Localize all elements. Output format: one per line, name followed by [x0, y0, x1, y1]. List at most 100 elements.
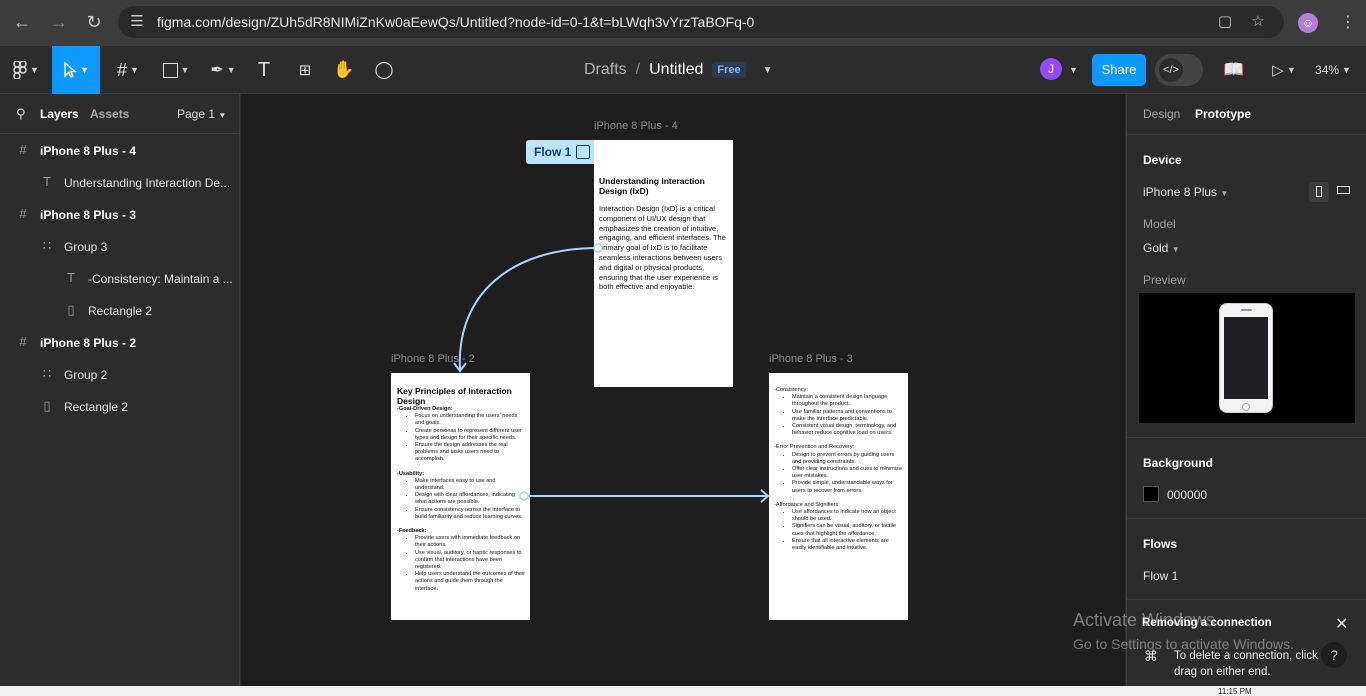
- portrait-icon[interactable]: [1309, 182, 1329, 202]
- url-text[interactable]: figma.com/design/ZUh5dR8NIMiZnKw0aEewQs/…: [157, 14, 755, 30]
- frame-iphone-8-plus-3[interactable]: -Consistency: Maintain a consistent desi…: [769, 373, 908, 620]
- frame-tool[interactable]: # ▼: [110, 46, 146, 94]
- search-icon[interactable]: ⚲: [16, 106, 26, 121]
- figma-toolbar: ▼ ▼ # ▼ ▼ ✒ ▼ T ⊞ ✋ ◯ Drafts / Untitled …: [0, 46, 1366, 94]
- main-menu-button[interactable]: ▼: [8, 46, 44, 94]
- properties-panel: Design Prototype Device iPhone 8 Plus ▼ …: [1126, 94, 1366, 696]
- resources-tool[interactable]: ⊞: [293, 46, 317, 94]
- share-button[interactable]: Share: [1092, 54, 1146, 86]
- layer-item[interactable]: ∷ Group 2: [0, 359, 240, 391]
- star-icon[interactable]: ☆: [1251, 13, 1265, 30]
- flow-start-tag[interactable]: Flow 1: [526, 140, 594, 164]
- divider: [1127, 518, 1366, 519]
- profile-icon[interactable]: ☺: [1298, 13, 1318, 33]
- chevron-down-icon[interactable]: ▼: [762, 64, 773, 76]
- frame-icon: #: [19, 142, 27, 157]
- play-icon: ▷: [1272, 62, 1284, 79]
- hand-icon: ✋: [333, 60, 355, 79]
- device-select[interactable]: iPhone 8 Plus ▼: [1143, 185, 1228, 199]
- tab-prototype[interactable]: Prototype: [1195, 107, 1252, 121]
- color-swatch[interactable]: [1143, 486, 1159, 502]
- bullet-item: Design to prevent errors by guiding user…: [792, 452, 904, 466]
- frame-label[interactable]: iPhone 8 Plus - 4: [594, 120, 678, 132]
- frame-iphone-8-plus-4[interactable]: Understanding Interaction Design (IxD) I…: [594, 140, 733, 387]
- frame-label[interactable]: iPhone 8 Plus - 3: [769, 353, 853, 365]
- layer-item[interactable]: # iPhone 8 Plus - 3: [0, 199, 240, 231]
- frame-iphone-8-plus-2[interactable]: Key Principles of Interaction Design -Go…: [391, 373, 530, 620]
- chevron-down-icon[interactable]: ▼: [1069, 65, 1078, 75]
- zoom-menu[interactable]: 34% ▼: [1310, 46, 1356, 94]
- back-icon[interactable]: ←: [13, 11, 31, 32]
- pen-icon: ✒: [210, 62, 224, 79]
- shape-tool[interactable]: ▼: [158, 46, 194, 94]
- layer-label: iPhone 8 Plus - 2: [40, 336, 137, 350]
- layer-item[interactable]: T Understanding Interaction De...: [0, 167, 240, 199]
- layer-label: iPhone 8 Plus - 4: [40, 144, 137, 158]
- text-icon: T: [257, 58, 271, 81]
- zoom-value: 34%: [1315, 63, 1340, 77]
- bullet-item: Ensure consistency across the interface …: [415, 507, 526, 521]
- dev-mode-toggle[interactable]: </>: [1155, 54, 1203, 86]
- no-camera-icon[interactable]: ▢: [1217, 13, 1233, 30]
- flows-heading: Flows: [1143, 537, 1178, 551]
- layer-item[interactable]: ▯ Rectangle 2: [0, 295, 240, 327]
- section-heading: -Affordance and Signifiers:: [774, 501, 840, 508]
- chevron-down-icon: ▼: [1286, 65, 1296, 75]
- breadcrumb-drafts[interactable]: Drafts: [584, 61, 627, 78]
- section: -Usability: Make interfaces easy to use …: [397, 471, 526, 521]
- tab-assets[interactable]: Assets: [90, 107, 130, 121]
- code-icon: </>: [1159, 58, 1183, 82]
- design-canvas[interactable]: iPhone 8 Plus - 4 Understanding Interact…: [241, 94, 1125, 686]
- layer-item[interactable]: # iPhone 8 Plus - 4: [0, 135, 240, 167]
- frame-title: Key Principles of Interaction Design: [397, 386, 512, 406]
- background-value[interactable]: 000000: [1167, 488, 1208, 502]
- breadcrumb-separator: /: [635, 61, 641, 78]
- layer-label: Group 3: [64, 240, 108, 254]
- tab-design[interactable]: Design: [1143, 107, 1181, 121]
- close-icon[interactable]: ✕: [1335, 616, 1349, 633]
- chevron-down-icon: ▼: [30, 65, 39, 75]
- layer-item[interactable]: ∷ Group 3: [0, 231, 240, 263]
- layer-label: Rectangle 2: [64, 400, 129, 414]
- avatar[interactable]: J: [1040, 58, 1062, 80]
- tab-layers[interactable]: Layers: [40, 107, 79, 121]
- reload-icon[interactable]: ↻: [86, 11, 102, 32]
- help-button[interactable]: ?: [1321, 642, 1347, 668]
- frame-body-text: -Consistency: Maintain a consistent desi…: [774, 387, 904, 552]
- landscape-icon[interactable]: [1337, 186, 1350, 194]
- bullet-item: Create personas to represent different u…: [415, 428, 526, 442]
- forward-icon[interactable]: →: [50, 11, 68, 32]
- layer-item[interactable]: # iPhone 8 Plus - 2: [0, 327, 240, 359]
- flow-item[interactable]: Flow 1: [1143, 569, 1179, 583]
- bullet-item: Provide users with immediate feedback on…: [415, 535, 526, 549]
- pen-tool[interactable]: ✒ ▼: [204, 46, 242, 94]
- text-tool[interactable]: T: [252, 46, 276, 94]
- layer-label: Understanding Interaction De...: [64, 176, 231, 190]
- plan-badge[interactable]: Free: [712, 62, 746, 78]
- comment-icon: ◯: [374, 60, 394, 79]
- bullet-item: Provide simple, understandable ways for …: [792, 480, 904, 494]
- rectangle-icon: [162, 62, 178, 78]
- browser-menu-icon[interactable]: ⋮: [1340, 14, 1356, 31]
- group-icon: ∷: [42, 238, 52, 253]
- move-tool[interactable]: ▼: [52, 46, 100, 94]
- layer-item[interactable]: T -Consistency: Maintain a ...: [0, 263, 240, 295]
- activation-watermark-title: Activate Windows: [1073, 610, 1216, 630]
- page-selector[interactable]: Page 1 ▼: [177, 107, 226, 121]
- hand-tool[interactable]: ✋: [332, 46, 356, 94]
- phone-mockup: [1219, 303, 1273, 413]
- address-bar[interactable]: ☰ figma.com/design/ZUh5dR8NIMiZnKw0aEewQ…: [118, 6, 1284, 38]
- connection-curve[interactable]: [458, 247, 599, 371]
- comment-tool[interactable]: ◯: [372, 46, 396, 94]
- play-icon[interactable]: [576, 145, 590, 159]
- frame-label[interactable]: iPhone 8 Plus - 2: [391, 353, 475, 365]
- frame-icon: #: [19, 334, 27, 349]
- layer-item[interactable]: ▯ Rectangle 2: [0, 391, 240, 423]
- file-title[interactable]: Untitled: [649, 61, 704, 78]
- group-icon: ∷: [42, 366, 52, 381]
- library-button[interactable]: 📖: [1222, 46, 1246, 94]
- model-select[interactable]: Gold ▼: [1143, 241, 1180, 255]
- site-info-icon[interactable]: ☰: [130, 13, 144, 30]
- activation-watermark-text: Go to Settings to activate Windows.: [1073, 636, 1294, 652]
- present-button[interactable]: ▷ ▼: [1266, 46, 1302, 94]
